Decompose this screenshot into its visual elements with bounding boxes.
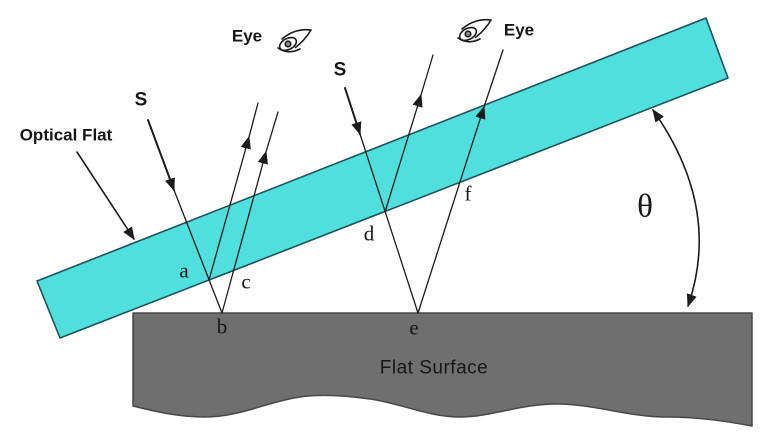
flat-surface-label: Flat Surface [379,357,489,379]
point-e-label: e [409,315,419,340]
ray-b-reflected-exit [265,111,279,153]
ray-b-reflected [221,150,268,314]
ray-s-left-incident [147,119,175,192]
source-right-label: S [333,59,347,81]
optical-flat-shape [36,17,729,339]
ray-d-reflected-exit [420,54,434,96]
optical-flat-label: Optical Flat [19,125,113,145]
point-b-label: b [216,314,228,339]
theta-label: θ [637,188,653,225]
eye-right-label: Eye [503,20,535,40]
ray-d-reflected [384,93,423,213]
ray-s-left-refracted [173,189,223,314]
ray-s-right-refracted [359,133,419,314]
ray-a-reflected [208,135,251,281]
point-f-label: f [464,181,472,206]
ray-group [76,49,701,314]
point-a-label: a [179,258,189,283]
source-left-label: S [134,89,148,111]
ray-e-reflected-exit [483,49,504,108]
eye-icon [277,28,312,53]
theta-angle-arc [652,108,701,308]
optical-flat-pointer-arrow [76,151,135,241]
eye-left-label: Eye [231,26,263,46]
eye-icon [457,18,492,43]
ray-a-reflected-exit [248,102,259,138]
ray-s-right-incident [344,87,362,136]
point-d-label: d [363,221,375,246]
point-c-label: c [241,269,251,294]
ray-e-reflected [417,105,486,314]
flat-surface-shape [132,312,753,427]
